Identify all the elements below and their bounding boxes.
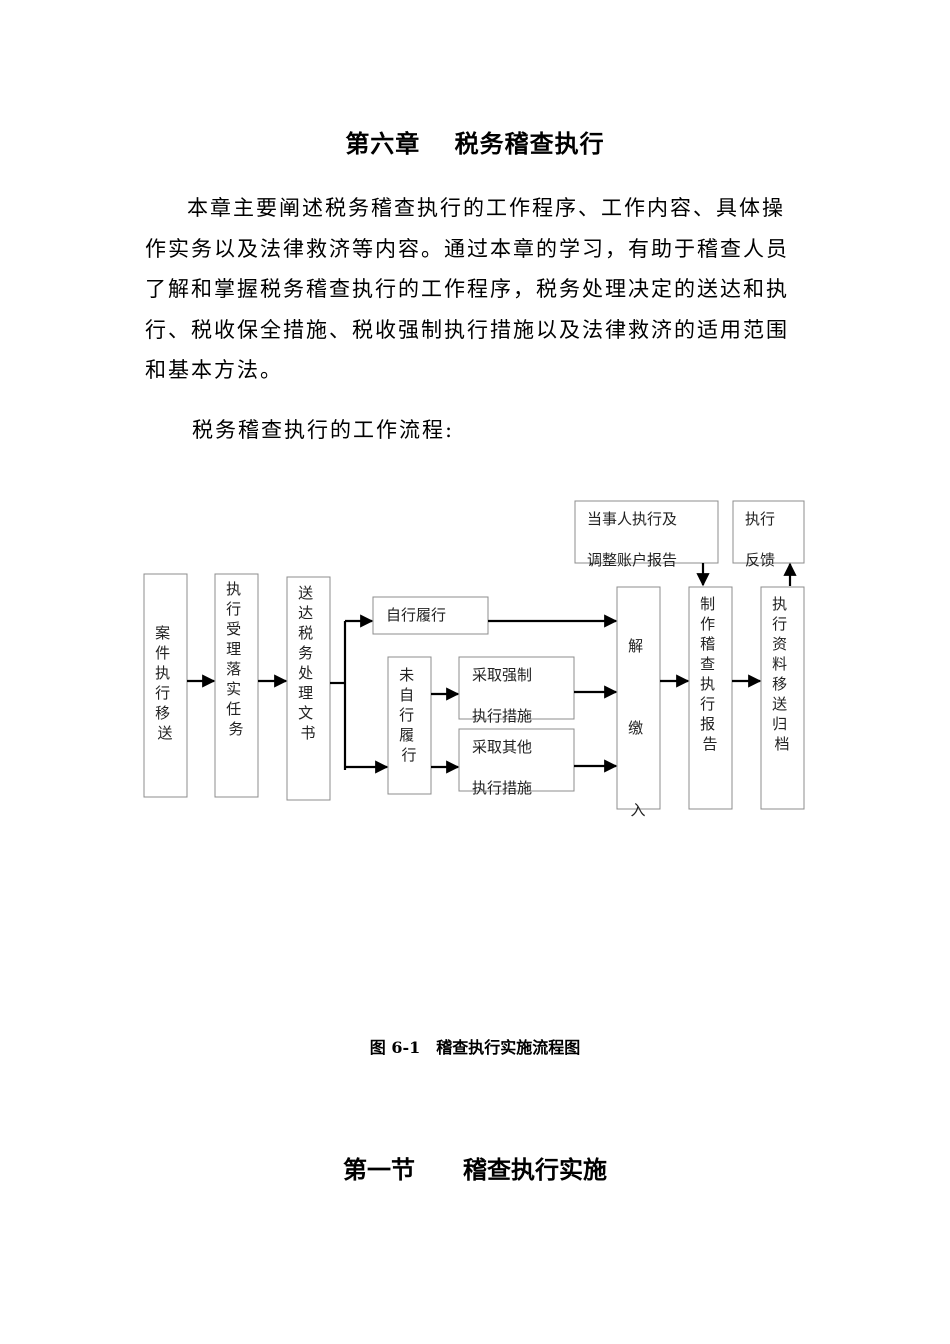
not-self-perform-label: 未 自 行 履 行 — [399, 666, 419, 764]
party-report-label-1: 当事人执行及 — [587, 510, 677, 528]
compulsory-measures-label-2: 执行措施 — [472, 707, 532, 725]
not-self-perform-box — [387, 656, 432, 795]
chapter-title: 第六章 税务稽查执行 — [345, 129, 605, 158]
deliver-document-label: 送 达 税 务 处 理 文 书 — [298, 584, 318, 742]
compulsory-measures-box — [458, 656, 575, 720]
archive-box — [760, 586, 805, 810]
archive-label: 执 行 资 料 移 送 归 档 — [772, 595, 792, 753]
case-transfer-box — [143, 573, 188, 798]
flow-intro-text: 税务稽查执行的工作流程: — [192, 418, 455, 442]
feedback-label-1: 执行 — [745, 510, 775, 528]
figure-caption: 图 6-1 稽查执行实施流程图 — [369, 1038, 581, 1057]
party-report-label-2: 调整账户报告 — [587, 551, 677, 569]
other-measures-label-1: 采取其他 — [472, 738, 532, 756]
party-report-box — [574, 500, 719, 564]
other-measures-box — [458, 728, 575, 792]
feedback-box — [732, 500, 805, 564]
compulsory-measures-label-1: 采取强制 — [472, 666, 532, 684]
make-report-box — [688, 586, 733, 810]
deliver-document-box — [286, 576, 331, 801]
self-perform-label: 自行履行 — [386, 606, 446, 624]
make-report-label: 制 作 稽 查 执 行 报 告 — [700, 595, 720, 753]
accept-task-box — [214, 573, 259, 798]
payment-box — [616, 586, 661, 810]
intro-paragraph: 本章主要阐述税务稽查执行的工作程序、工作内容、具体操作实务以及法律救济等内容。通… — [145, 196, 789, 382]
payment-label: 解 缴 入 — [628, 637, 648, 819]
other-measures-label-2: 执行措施 — [472, 779, 532, 797]
section-title: 第一节 稽查执行实施 — [343, 1155, 607, 1184]
self-perform-box — [372, 596, 489, 635]
accept-task-label: 执 行 受 理 落 实 任 务 — [226, 580, 246, 738]
case-transfer-label: 案 件 执 行 移 送 — [155, 624, 175, 742]
feedback-label-2: 反馈 — [745, 551, 775, 569]
